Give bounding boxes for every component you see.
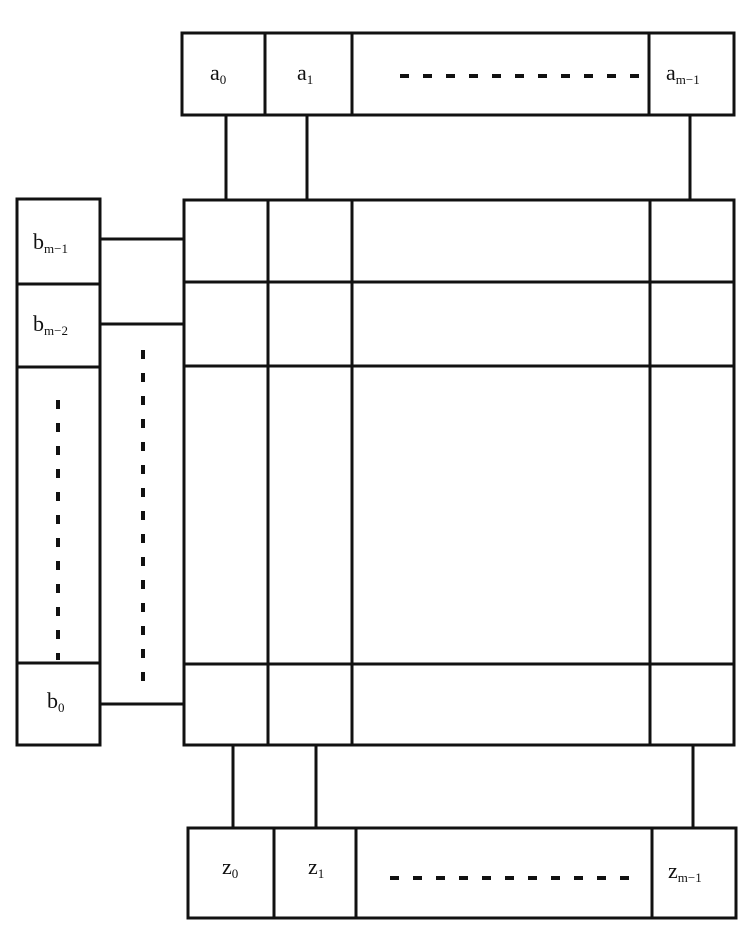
- zm1-label: zm−1: [668, 858, 702, 885]
- b0-label: b0: [47, 688, 65, 715]
- a-register: a0 a1 am−1: [180, 31, 736, 117]
- bm1-label: bm−1: [33, 229, 68, 256]
- z0-label: z0: [222, 854, 238, 881]
- b-connectors: [98, 237, 186, 706]
- a0-label: a0: [210, 60, 226, 87]
- z-register: z0 z1 zm−1: [186, 826, 738, 920]
- am1-label: am−1: [666, 60, 700, 87]
- a-connectors: [224, 113, 692, 202]
- z1-label: z1: [308, 854, 324, 881]
- b-register: bm−1 bm−2 b0: [15, 197, 102, 747]
- a1-label: a1: [297, 60, 313, 87]
- z-connectors: [231, 743, 695, 830]
- bm2-label: bm−2: [33, 311, 68, 338]
- cell-array-grid: [182, 198, 736, 747]
